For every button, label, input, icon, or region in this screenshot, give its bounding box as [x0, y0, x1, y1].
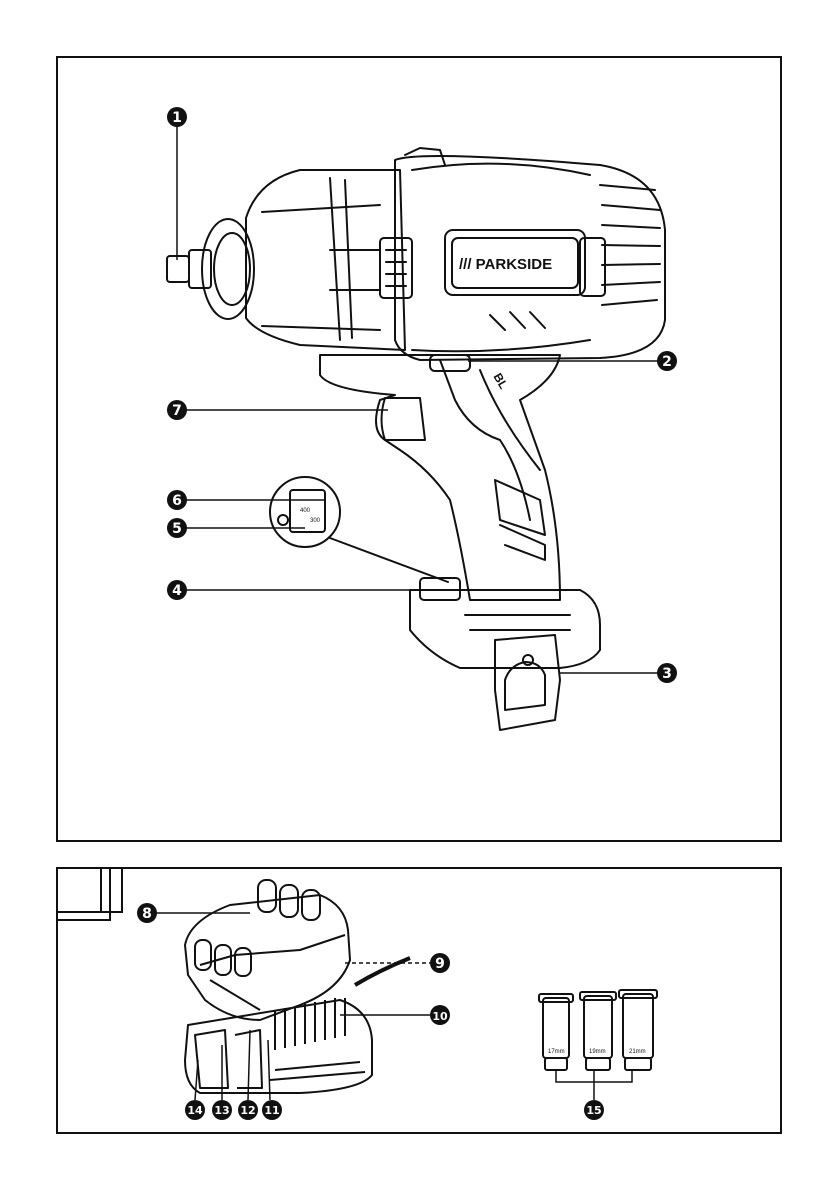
svg-text:7: 7 [172, 403, 182, 419]
svg-text:4: 4 [172, 583, 182, 599]
callout-8: 8 [137, 903, 157, 923]
figure-label-box-corner [101, 868, 122, 912]
top-panel-frame [57, 57, 781, 841]
model-mark: BL [491, 371, 511, 392]
callout-10: 10 [430, 1005, 450, 1025]
svg-text:15: 15 [586, 1104, 601, 1117]
svg-text:10: 10 [432, 1010, 448, 1023]
selector-value-high: 400 [300, 508, 311, 514]
svg-text:13: 13 [214, 1104, 229, 1117]
svg-text:11: 11 [264, 1104, 279, 1117]
svg-text:9: 9 [435, 956, 445, 972]
svg-text:1: 1 [172, 110, 182, 126]
callout-2: 2 [657, 351, 677, 371]
callout-5: 5 [167, 518, 187, 538]
callout-12: 12 [238, 1100, 258, 1120]
svg-text:3: 3 [662, 666, 672, 682]
callout-15: 15 [584, 1100, 604, 1120]
battery-charger-drawing [185, 880, 410, 1093]
svg-text:14: 14 [187, 1104, 203, 1117]
callout-1: 1 [167, 107, 187, 127]
callout-3: 3 [657, 663, 677, 683]
impact-wrench-drawing [167, 148, 665, 730]
bottom-panel-frame [57, 868, 781, 1133]
selector-value-low: 300 [310, 518, 321, 524]
socket-set-drawing [539, 990, 657, 1070]
callout-11: 11 [262, 1100, 282, 1120]
svg-text:2: 2 [662, 354, 672, 370]
callout-7: 7 [167, 400, 187, 420]
svg-text:12: 12 [240, 1104, 255, 1117]
svg-text:5: 5 [172, 521, 182, 537]
socket-size-3: 21mm [629, 1049, 646, 1055]
brand-logo-text: /// PARKSIDE [459, 256, 552, 273]
callout-13: 13 [212, 1100, 232, 1120]
callout-4: 4 [167, 580, 187, 600]
callout-14: 14 [185, 1100, 205, 1120]
figure-label-box [57, 868, 101, 912]
socket-size-2: 19mm [589, 1049, 606, 1055]
callout-9: 9 [430, 953, 450, 973]
svg-text:8: 8 [142, 906, 152, 922]
socket-size-1: 17mm [548, 1049, 565, 1055]
callout-6: 6 [167, 490, 187, 510]
svg-text:6: 6 [172, 493, 182, 509]
